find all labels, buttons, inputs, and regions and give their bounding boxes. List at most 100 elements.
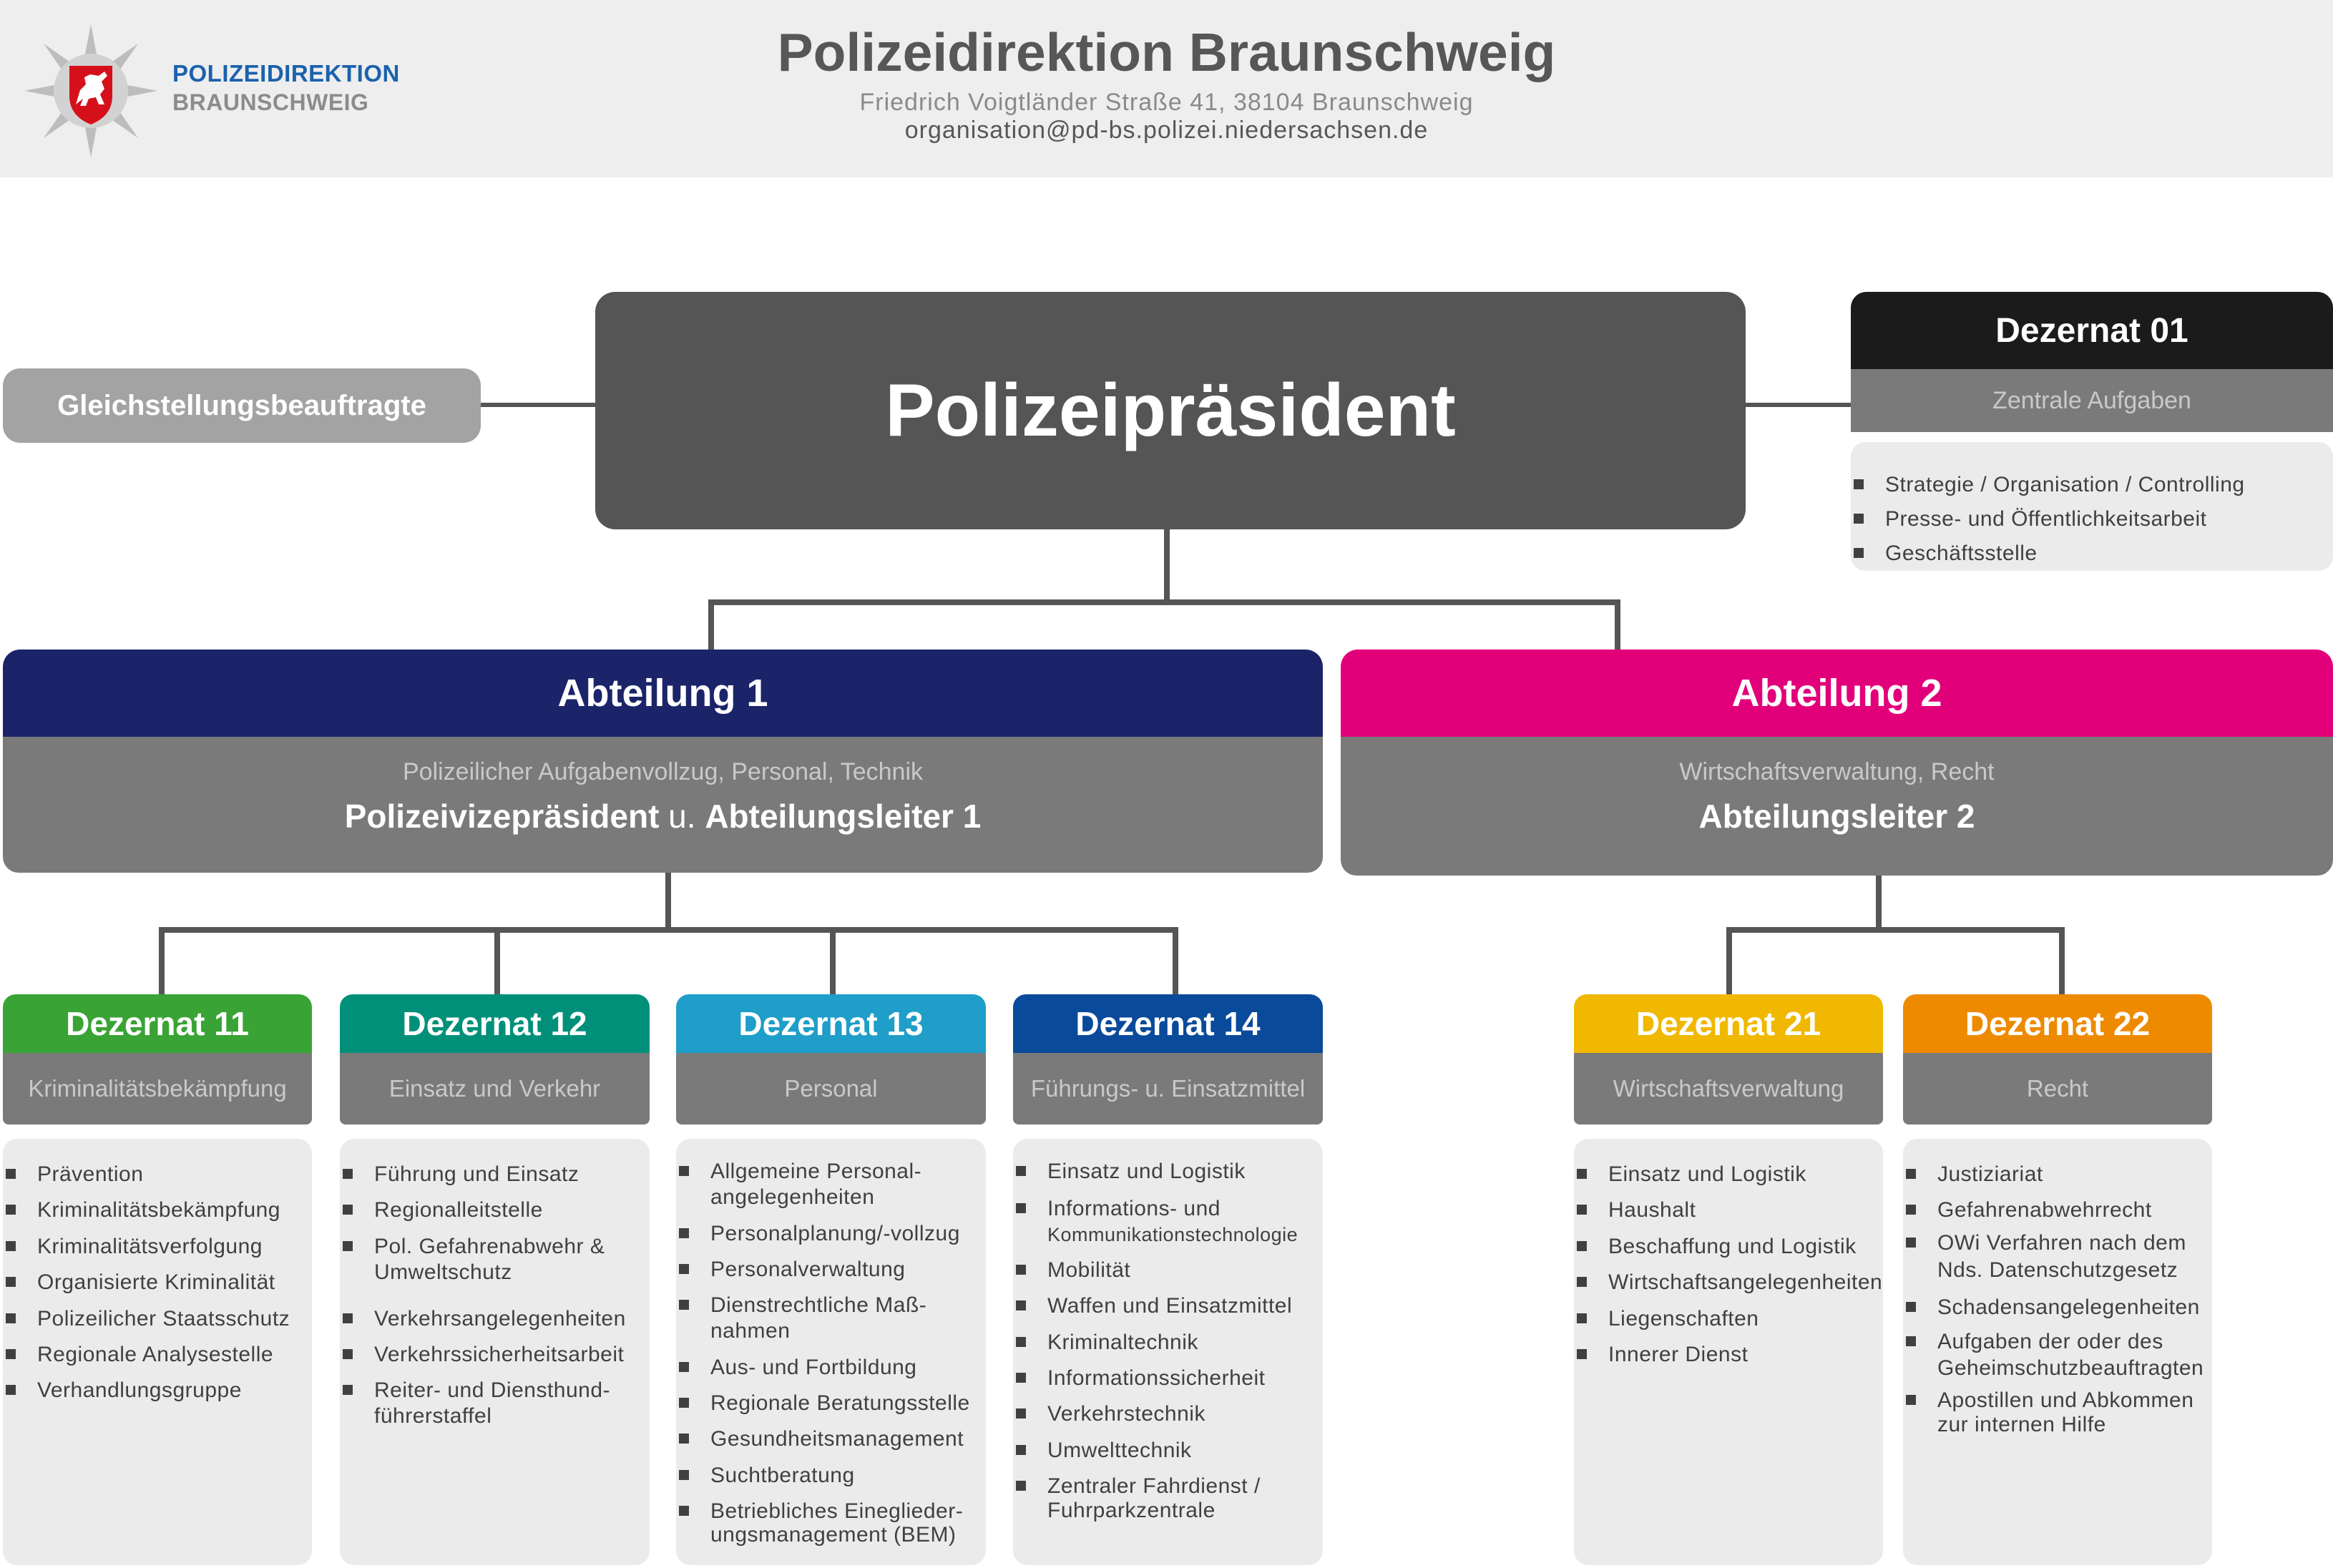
gleichstellung-box: Gleichstellungsbeauftragte: [3, 368, 481, 443]
address-text: Friedrich Voigtländer Straße 41, 38104 B…: [859, 89, 1474, 116]
list-item: Betriebliches Eineglieder-: [679, 1499, 963, 1524]
list-item: Gesundheitsmanagement: [679, 1426, 964, 1452]
dezernat-task-list: [340, 1139, 650, 1565]
list-item: Innerer Dienst: [1577, 1342, 1748, 1368]
dezernat-title: Dezernat 14: [1013, 994, 1323, 1053]
list-item: Verhandlungsgruppe: [6, 1378, 242, 1403]
dezernat-01-task-list: Strategie / Organisation / Controlling P…: [1851, 442, 2333, 571]
list-item: Presse- und Öffentlichkeitsarbeit: [1854, 506, 2207, 532]
list-item: Verkehrsangelegenheiten: [343, 1306, 626, 1332]
dezernat-task-list: [676, 1139, 986, 1565]
abteilung-1-body: Polizeilicher Aufgabenvollzug, Personal,…: [3, 737, 1323, 873]
list-item: Kommunikationstechnologie: [1047, 1224, 1298, 1245]
list-item: Liegenschaften: [1577, 1306, 1759, 1332]
list-item: Informationssicherheit: [1016, 1366, 1265, 1391]
president-box: Polizeipräsident: [595, 292, 1746, 529]
connector-abteilung-bar: [708, 599, 1620, 605]
list-item: führerstaffel: [374, 1404, 492, 1428]
dezernat-title: Dezernat 12: [340, 994, 650, 1053]
dezernat-subtitle: Recht: [1903, 1053, 2212, 1124]
list-item: Kriminaltechnik: [1016, 1330, 1198, 1356]
dezernat-title: Dezernat 11: [3, 994, 312, 1053]
abteilung-2-subtitle: Wirtschaftsverwaltung, Recht: [1679, 758, 1995, 785]
list-item: Informations- und: [1016, 1196, 1221, 1222]
list-item: Personalverwaltung: [679, 1257, 905, 1283]
connector-abt2-up: [1615, 599, 1620, 651]
list-item: Wirtschaftsangelegenheiten: [1577, 1270, 1882, 1295]
list-item: Kriminalitätsverfolgung: [6, 1234, 263, 1260]
dezernat-subtitle: Wirtschaftsverwaltung: [1574, 1053, 1883, 1124]
list-item: Geheimschutzbeauftragten: [1937, 1356, 2204, 1380]
list-item: Aufgaben der oder des: [1906, 1329, 2163, 1355]
dezernat-task-list: [1903, 1139, 2212, 1565]
page-title: Polizeidirektion Braunschweig: [777, 22, 1556, 82]
dezernat-subtitle: Personal: [676, 1053, 986, 1124]
list-item: Dienstrechtliche Maß-: [679, 1293, 926, 1318]
list-item: OWi Verfahren nach dem: [1906, 1230, 2186, 1256]
header-banner: [0, 0, 2333, 177]
dezernat-task-list: [1013, 1139, 1323, 1565]
list-item: angelegenheiten: [710, 1185, 875, 1209]
connector-president-dez01: [1744, 403, 1852, 407]
dezernat-title: Dezernat 21: [1574, 994, 1883, 1053]
list-item: ungsmanagement (BEM): [710, 1523, 957, 1547]
connector-abt2-down: [1876, 874, 1882, 931]
dezernat-subtitle: Kriminalitätsbekämpfung: [3, 1053, 312, 1124]
dezernat-task-list: [1574, 1139, 1883, 1565]
abteilung-1-lead: Polizeivizepräsident u. Abteilungsleiter…: [3, 797, 1323, 836]
connector-gleich-president: [481, 403, 597, 407]
list-item: Einsatz und Logistik: [1016, 1159, 1246, 1185]
abteilung-1-lead-conj: u.: [659, 798, 705, 835]
list-item: Regionale Beratungsstelle: [679, 1391, 970, 1416]
list-item: Justiziariat: [1906, 1162, 2043, 1187]
connector-abt1-down: [665, 871, 671, 931]
dezernat-title: Dezernat 22: [1903, 994, 2212, 1053]
list-item: Fuhrparkzentrale: [1047, 1499, 1216, 1522]
list-item: Haushalt: [1577, 1197, 1696, 1223]
connector-dez2x-bar: [1726, 927, 2065, 933]
connector-dez22-up: [2059, 927, 2065, 996]
list-item: Strategie / Organisation / Controlling: [1854, 472, 2245, 498]
abteilung-1-subtitle: Polizeilicher Aufgabenvollzug, Personal,…: [402, 758, 924, 785]
connector-dez11-up: [159, 927, 165, 996]
dezernat-01-title: Dezernat 01: [1851, 292, 2333, 369]
list-item: Reiter- und Diensthund-: [343, 1378, 610, 1403]
connector-dez1x-bar: [159, 927, 1178, 933]
abteilung-2-body: Wirtschaftsverwaltung, Recht Abteilungsl…: [1341, 737, 2333, 876]
connector-dez21-up: [1726, 927, 1732, 996]
list-item: zur internen Hilfe: [1937, 1413, 2106, 1436]
dezernat-01-subtitle: Zentrale Aufgaben: [1851, 369, 2333, 432]
connector-president-down: [1164, 528, 1170, 604]
list-item: Pol. Gefahrenabwehr &: [343, 1234, 605, 1260]
list-item: Organisierte Kriminalität: [6, 1270, 275, 1295]
list-item: Waffen und Einsatzmittel: [1016, 1293, 1292, 1319]
connector-dez12-up: [494, 927, 500, 996]
abteilung-1-lead-a: Polizeivizepräsident: [344, 798, 660, 835]
list-item: Kriminalitätsbekämpfung: [6, 1197, 280, 1223]
list-item: Schadensangelegenheiten: [1906, 1295, 2200, 1320]
list-item: nahmen: [710, 1319, 791, 1343]
dezernat-subtitle: Einsatz und Verkehr: [340, 1053, 650, 1124]
list-item: Regionalleitstelle: [343, 1197, 543, 1223]
email-text[interactable]: organisation@pd-bs.polizei.niedersachsen…: [904, 117, 1429, 144]
list-item: Geschäftsstelle: [1854, 541, 2038, 567]
list-item: Einsatz und Logistik: [1577, 1162, 1806, 1187]
list-item: Umweltschutz: [374, 1260, 512, 1284]
dezernat-task-list: [3, 1139, 312, 1565]
list-item: Apostillen und Abkommen: [1906, 1388, 2193, 1413]
list-item: Zentraler Fahrdienst /: [1016, 1474, 1261, 1499]
list-item: Suchtberatung: [679, 1463, 855, 1489]
list-item: Beschaffung und Logistik: [1577, 1234, 1857, 1260]
list-item: Polizeilicher Staatsschutz: [6, 1306, 290, 1332]
list-item: Allgemeine Personal-: [679, 1159, 921, 1185]
list-item: Prävention: [6, 1162, 143, 1187]
list-item: Personalplanung/-vollzug: [679, 1221, 960, 1247]
list-item: Gefahrenabwehrrecht: [1906, 1197, 2152, 1223]
logo-text-line2: BRAUNSCHWEIG: [172, 89, 369, 115]
list-item: Nds. Datenschutzgesetz: [1937, 1258, 2178, 1282]
list-item: Mobilität: [1016, 1258, 1130, 1283]
dezernat-title: Dezernat 13: [676, 994, 986, 1053]
dezernat-subtitle: Führungs- u. Einsatzmittel: [1013, 1053, 1323, 1124]
list-item: Verkehrssicherheitsarbeit: [343, 1342, 624, 1368]
abteilung-2-lead: Abteilungsleiter 2: [1698, 798, 1975, 835]
